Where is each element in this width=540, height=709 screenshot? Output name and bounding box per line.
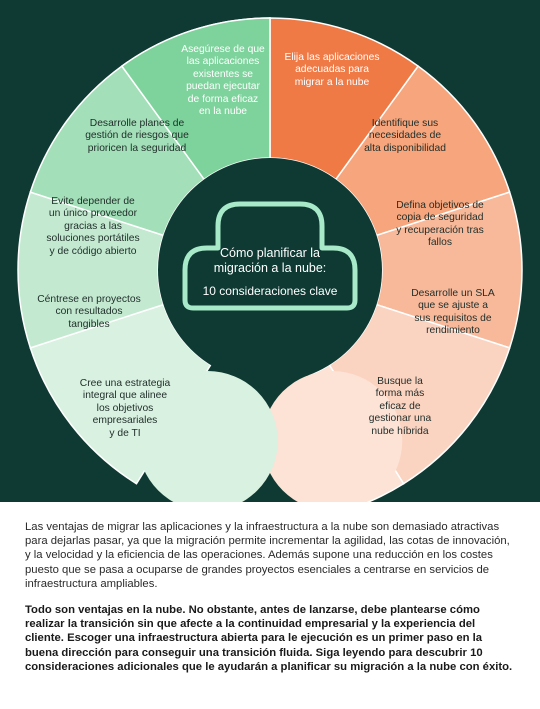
segment-label-3: Identifique sus necesidades de alta disp… <box>364 118 446 154</box>
center-disc <box>158 158 382 382</box>
ring-end-cap-1 <box>262 371 403 502</box>
segment-label-9: Evite depender de un único proveedor gra… <box>46 196 140 257</box>
segment-label-8: Céntrese en proyectos con resultados tan… <box>37 294 141 330</box>
segment-label-2: Elija las aplicaciones adecuadas para mi… <box>284 52 380 88</box>
segment-label-6: Busque la forma más eficaz de gestionar … <box>368 376 432 437</box>
body-text: Las ventajas de migrar las aplicaciones … <box>25 520 517 686</box>
segment-label-5: Desarrolle un SLA que se ajuste a sus re… <box>411 288 495 337</box>
migration-diagram <box>17 17 523 502</box>
highlight-paragraph: Todo son ventajas en la nube. No obstant… <box>25 604 513 673</box>
segment-label-10: Desarrolle planes de gestión de riesgos … <box>85 118 189 154</box>
segment-label-1: Asegúrese de que las aplicaciones existe… <box>181 44 265 118</box>
diagram-title: Cómo planificar la migración a la nube: <box>213 246 327 275</box>
intro-paragraph: Las ventajas de migrar las aplicaciones … <box>25 521 510 590</box>
ring-end-cap-2 <box>137 371 278 502</box>
segment-label-7: Cree una estrategia integral que alinee … <box>79 378 171 439</box>
segment-label-4: Defina objetivos de copia de seguridad y… <box>396 200 484 249</box>
cloud-icon <box>182 201 358 311</box>
diagram-subtitle: 10 consideraciones clave <box>202 284 338 298</box>
